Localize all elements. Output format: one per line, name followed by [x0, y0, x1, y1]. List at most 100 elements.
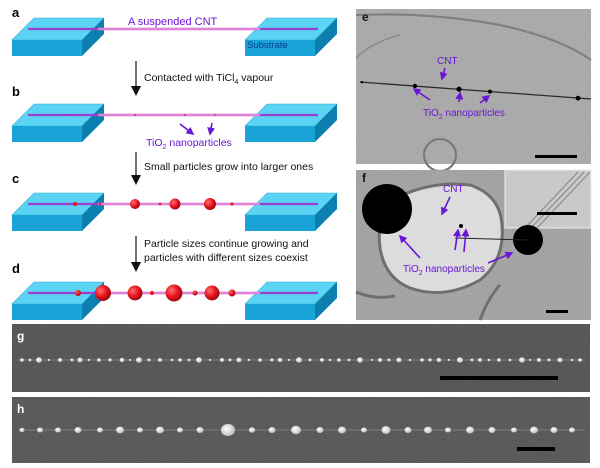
tio2-particle	[165, 284, 183, 302]
tio2-particle	[228, 289, 236, 297]
sem-particle-g	[136, 357, 142, 363]
nanoparticle-pointer-arrows-e	[412, 88, 491, 104]
tio2-particle	[134, 114, 136, 116]
sem-particle-g	[258, 358, 262, 362]
scale-bar-f-inset	[537, 212, 577, 215]
scale-bar-e	[535, 155, 577, 158]
sem-particle-h	[74, 427, 82, 433]
scale-bar-h	[517, 447, 555, 451]
schematic-row	[11, 103, 338, 142]
substrate-left-block	[11, 192, 105, 231]
sem-particle-h	[361, 427, 367, 433]
sem-particle-g	[428, 358, 432, 362]
tio2-particle	[214, 114, 216, 116]
sem-particle-h	[338, 426, 346, 434]
panel-label-c: c	[12, 171, 19, 186]
sem-particle-g	[447, 358, 451, 362]
sem-particle-h	[569, 427, 575, 433]
sem-particle-g	[47, 358, 51, 362]
sem-particle-h	[381, 426, 391, 434]
tio2-label-e: TiO2 nanoparticles	[423, 108, 505, 121]
sem-image-g: g	[12, 324, 590, 392]
schematic-row	[11, 192, 338, 231]
sem-image-h: h	[12, 397, 590, 463]
sem-particle-h	[97, 427, 103, 433]
tio2-particle	[184, 114, 186, 116]
tio2-particle-e	[412, 83, 418, 89]
tem-image-f: f CNT TiO2 nanoparticles	[355, 169, 592, 321]
sem-particle-g	[420, 358, 424, 362]
sem-particle-g	[357, 357, 363, 363]
substrate-right-block	[244, 281, 338, 320]
sem-particle-g	[470, 358, 474, 362]
sem-particle-g	[170, 358, 174, 362]
substrate-right-block	[244, 192, 338, 231]
sem-particle-g	[519, 357, 525, 363]
sem-particle-h	[221, 424, 235, 436]
nanoparticle-pointer-arrows-f	[398, 228, 514, 264]
growth-schematic: a b c d A suspended CNT Substrate Contac…	[11, 5, 338, 320]
sem-particle-h	[291, 425, 301, 435]
tio2-particle-e	[575, 95, 581, 101]
tio2-particle	[69, 114, 71, 116]
substrate-left-block	[11, 17, 105, 56]
sem-particle-g	[396, 357, 402, 363]
suspended-cnt-label: A suspended CNT	[128, 16, 218, 28]
step-text-c: Small particles grow into larger ones	[144, 161, 313, 173]
substrate-right-block	[244, 103, 338, 142]
sem-particle-g	[157, 358, 163, 362]
panel-label-d: d	[12, 261, 20, 276]
tio2-particle	[204, 285, 220, 301]
tio2-particle	[95, 285, 111, 301]
sem-particle-g	[277, 357, 283, 363]
panel-label-f: f	[362, 171, 367, 185]
sem-particle-g	[557, 357, 563, 363]
sem-particle-h	[177, 427, 183, 433]
sem-particle-g	[70, 358, 74, 362]
panel-label-h: h	[17, 402, 24, 416]
tio2-label-f: TiO2 nanoparticles	[403, 264, 485, 277]
sem-particle-g	[308, 358, 312, 362]
sem-particle-g	[578, 358, 582, 362]
sem-particle-g	[77, 357, 83, 363]
scale-bar-g	[440, 376, 558, 380]
step-arrow-ab	[131, 61, 141, 96]
tio2-particle	[150, 291, 154, 295]
sem-particle-g	[477, 358, 483, 362]
sem-particle-h	[137, 427, 143, 433]
sem-particle-g	[570, 358, 574, 362]
schematic-row	[11, 281, 338, 320]
sem-particle-g	[337, 358, 341, 362]
sem-particle-g	[487, 358, 491, 362]
tio2-particle	[169, 198, 181, 210]
cnt-label-f: CNT	[443, 184, 464, 195]
sem-particle-h	[196, 427, 204, 433]
step-text-b: Contacted with TiCl4 vapour	[144, 72, 274, 86]
sem-particle-g	[178, 358, 182, 362]
nanoparticle-pointer-arrows-b	[179, 122, 216, 136]
sem-particle-g	[147, 358, 151, 362]
sem-particle-g	[187, 358, 191, 362]
panel-label-e: e	[362, 10, 369, 24]
sem-particle-g	[247, 358, 251, 362]
cnt-pointer-arrow-e	[439, 67, 448, 81]
sem-particle-g	[547, 358, 551, 362]
tio2-label-b: TiO2 nanoparticles	[146, 137, 232, 151]
tio2-particle	[73, 202, 77, 206]
panel-label-g: g	[17, 329, 24, 343]
sem-particle-h	[424, 426, 432, 434]
sem-particle-h	[404, 427, 412, 433]
sem-particle-h	[445, 427, 451, 433]
sem-particle-g	[36, 357, 42, 363]
step-text-d-line1: Particle sizes continue growing and	[144, 238, 309, 250]
sem-particle-h	[268, 427, 276, 433]
step-text-d-line2: particles with different sizes coexist	[144, 252, 308, 264]
sem-particle-g	[408, 358, 412, 362]
sem-particle-g	[370, 358, 374, 362]
sem-particle-g	[119, 357, 125, 363]
tio2-particle	[204, 198, 216, 210]
sem-particle-g	[536, 358, 542, 362]
sem-particle-g	[208, 358, 212, 362]
sem-particle-g	[387, 358, 391, 362]
